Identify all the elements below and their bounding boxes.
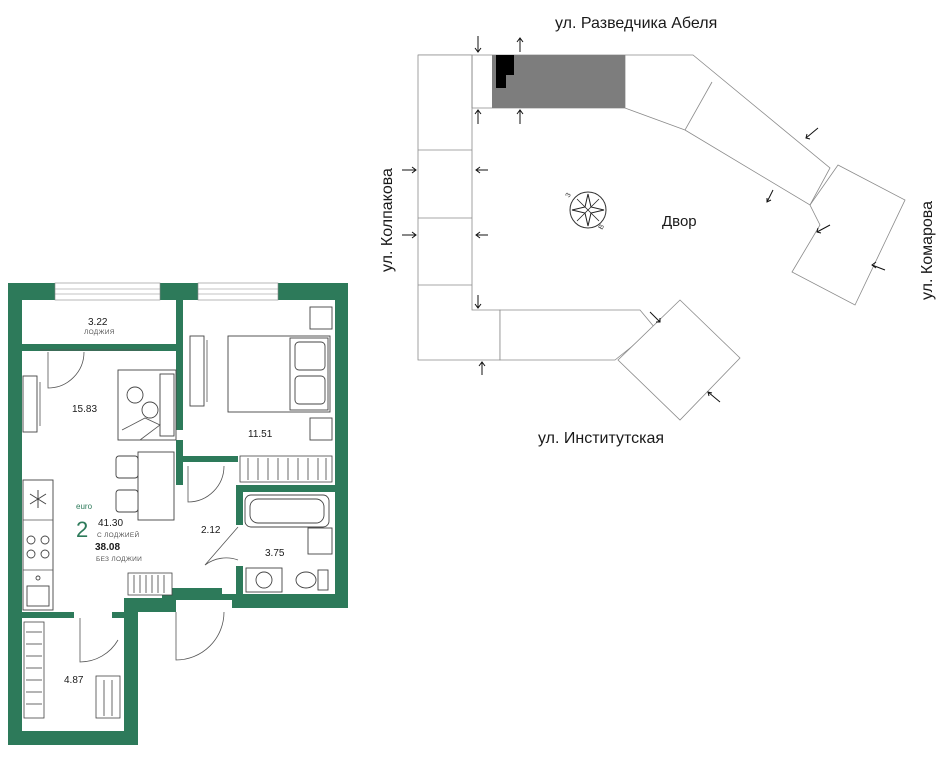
apartment-type: euro — [76, 502, 93, 511]
hall-area: 4.87 — [64, 675, 84, 686]
street-top: ул. Разведчика Абеля — [555, 15, 717, 32]
total-area-without-loggia: 38.08 — [95, 542, 120, 553]
dining-table — [137, 451, 175, 521]
tv-stand — [22, 375, 38, 433]
door-arc-loggia — [47, 351, 85, 389]
wardrobe — [189, 335, 205, 407]
street-bottom: ул. Институтская — [538, 430, 664, 447]
compass-icon: З В — [565, 191, 607, 231]
street-left: ул. Колпакова — [379, 168, 396, 272]
building-right — [791, 164, 906, 306]
building-bottom-diamond — [617, 299, 741, 421]
corridor-area: 2.12 — [201, 525, 221, 536]
snowflake-icon — [29, 490, 47, 508]
apartment-plan: 3.22 ЛОДЖИЯ 15.83 11.51 2.12 3.75 4.87 e… — [8, 282, 348, 745]
toilet — [295, 571, 317, 589]
loggia-area: 3.22 — [88, 317, 108, 328]
with-loggia-label: С ЛОДЖИЕЙ — [97, 530, 139, 539]
nightstand — [309, 306, 333, 330]
bedroom-area: 11.51 — [248, 429, 273, 440]
highlight-section — [492, 55, 625, 108]
highlight-apartment — [496, 55, 514, 88]
site-plan: З В Двор ул. Разведчика Абеля ул. Колпак… — [379, 15, 936, 447]
courtyard-label: Двор — [662, 213, 697, 230]
loggia-label: ЛОДЖИЯ — [84, 329, 115, 336]
compass-east: В — [598, 223, 607, 231]
radiators — [23, 455, 333, 719]
stove-icon — [26, 535, 50, 559]
sink — [26, 585, 50, 607]
washbasin — [307, 527, 333, 555]
compass-west: З — [565, 192, 573, 199]
rooms-count: 2 — [76, 517, 88, 542]
entrance-arrows — [402, 36, 886, 403]
bathroom-area: 3.75 — [265, 548, 285, 559]
total-area-with-loggia: 41.30 — [98, 518, 123, 529]
street-right: ул. Комарова — [919, 201, 936, 300]
without-loggia-label: БЕЗ ЛОДЖИИ — [96, 556, 142, 563]
living-area: 15.83 — [72, 404, 97, 415]
